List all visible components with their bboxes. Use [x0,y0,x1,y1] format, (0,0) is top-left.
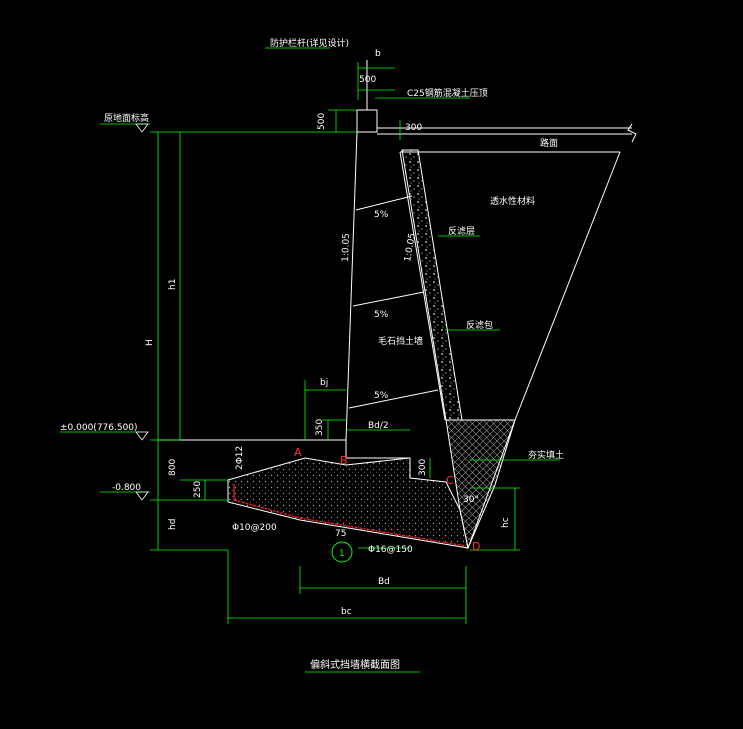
label-top-railing: 防护栏杆(详见设计) [270,37,349,49]
dim-heel-height: hc [501,517,511,528]
label-rebar-bottom: Φ10@200 [232,523,277,533]
label-filter-layer: 反滤层 [448,225,475,237]
dim-half-base: Bd/2 [368,421,389,431]
label-section-mark: 1 [339,549,345,559]
dim-toe-width: 75 [335,529,346,539]
dim-cap-offset: 500 [359,75,376,85]
point-label-c: C [446,474,454,487]
label-drain-slope-1: 5% [374,210,389,220]
wall-structure [158,60,637,550]
dimension-lines [60,47,560,624]
angle-line [467,419,516,549]
dim-toe-height: 250 [193,481,203,498]
heel-fill [445,419,516,550]
label-drain-slope-3: 5% [374,391,389,401]
footing [227,457,469,549]
section-mark-circle [331,541,353,563]
dim-total-base: bc [341,607,352,617]
elevation-markers [135,123,149,501]
label-backfill: 透水性材料 [490,195,535,207]
drain-pipe-2 [352,291,425,307]
label-rebar-top: 2Φ12 [235,446,245,470]
label-elev-zero: ±0.000(776.500) [60,423,138,433]
label-rammed-soil: 夯实填土 [528,449,564,461]
backfill-boundary [514,151,621,421]
drain-pipe-3 [348,389,439,409]
label-wall-body: 毛石挡土墙 [378,335,423,347]
dim-total-height: H [145,339,155,346]
dim-footing-height: hd [168,519,178,530]
label-slope-back: 1:0.05 [403,232,418,262]
dim-foundation-depth: 800 [168,459,178,476]
road-break [627,123,637,143]
label-drain-pipe: 反滤包 [466,319,493,331]
point-label-b: B [340,454,348,467]
dim-top-width: bj [320,378,328,388]
wall-front-face [345,131,358,441]
dim-cap-back: 300 [405,123,422,133]
dim-heel-step: 300 [418,459,428,476]
label-cap: C25钢筋混凝土压顶 [407,87,488,99]
point-label-a: A [294,446,302,459]
dim-cap-width: b [375,49,381,59]
label-drain-slope-2: 5% [374,310,389,320]
label-elev-base: -0.800 [112,483,141,493]
dim-base-width: Bd [378,577,390,587]
rebar-main [233,499,467,547]
dim-step-height: 350 [315,419,325,436]
label-slope-front: 1:0.05 [341,233,352,262]
label-angle: 30° [463,495,479,505]
dim-cap-height: 500 [317,113,327,130]
label-rebar-main: Φ16@150 [368,545,413,555]
label-caption: 偏斜式挡墙横截面图 [310,658,400,671]
label-road-surface: 路面 [540,137,558,149]
label-original-ground: 原地面标高 [104,112,149,124]
drain-pipe-1 [355,195,413,211]
dim-wall-height: h1 [168,279,178,290]
point-label-d: D [472,540,480,553]
wall-cap [356,109,378,133]
filter-strip [401,149,463,421]
